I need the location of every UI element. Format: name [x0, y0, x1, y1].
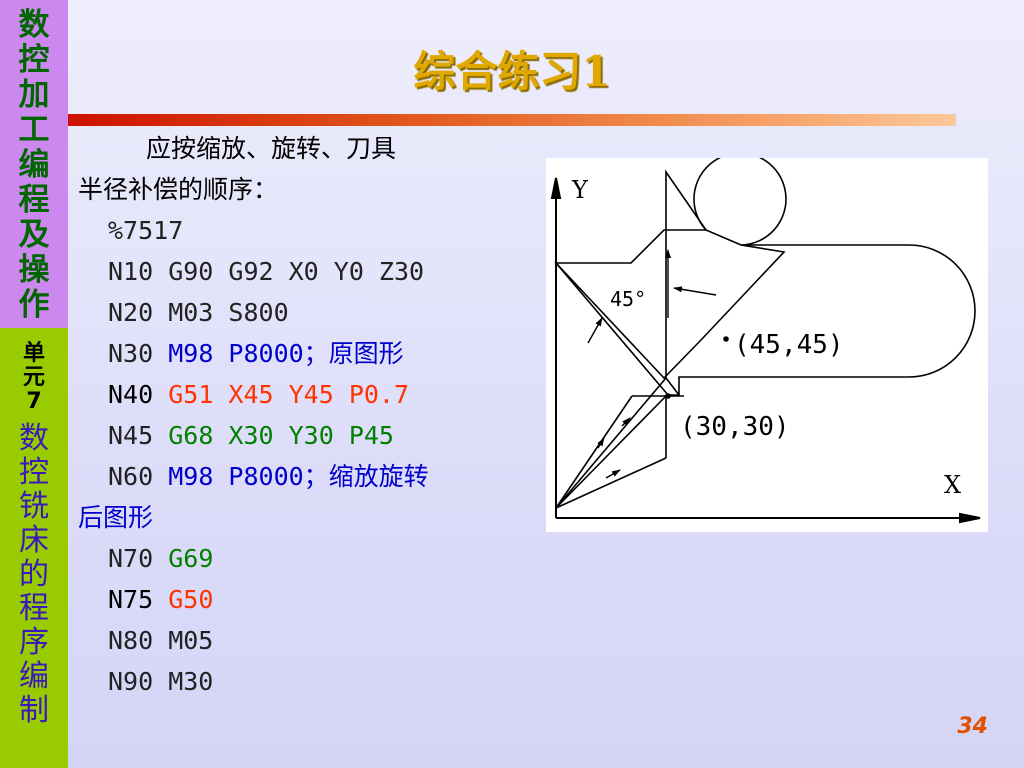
sidebar-char: 数	[19, 421, 49, 456]
sidebar-char: 及	[18, 217, 50, 253]
intro-line: 半径补偿的顺序：	[78, 175, 279, 204]
code-highlight: G51 X45 Y45 P0.7	[168, 380, 410, 409]
sidebar-char: 数	[18, 7, 50, 43]
program-line: N60 M98 P8000；缩放旋转	[78, 456, 528, 497]
block-number: N30	[108, 339, 169, 368]
slide-title: 综合练习1	[413, 47, 611, 96]
sidebar-char: 床	[19, 523, 49, 558]
original-contour	[554, 152, 976, 396]
program-line: N45 G68 X30 Y30 P45	[78, 415, 528, 456]
direction-arrow-icon	[621, 417, 631, 427]
point-label-30: (30,30)	[680, 412, 790, 442]
block-number: N75	[108, 585, 169, 614]
unit-label-char: 单	[22, 341, 45, 366]
sidebar-char: 序	[19, 625, 49, 660]
point-marker	[723, 336, 729, 342]
title-underline-bar	[68, 114, 956, 126]
unit-label-char: 7	[26, 389, 42, 414]
y-axis-arrow-icon	[550, 177, 562, 199]
y-axis-label: Y	[571, 176, 589, 204]
angle-arrow-icon	[587, 317, 603, 344]
program-line: %7517	[108, 216, 184, 245]
program-line-continuation: 后图形	[78, 503, 154, 532]
rotated-contour	[555, 169, 786, 380]
toolpath-diagram-svg: Y X 45° (45,45) (30,30)	[550, 152, 981, 524]
sidebar-char: 控	[19, 455, 49, 490]
block-number: N40	[108, 380, 169, 409]
x-axis-label: X	[944, 471, 961, 499]
direction-arrow-icon	[597, 437, 605, 449]
x-axis-arrow-icon	[959, 512, 981, 524]
sidebar-char: 程	[18, 182, 50, 218]
direction-arrow-icon	[605, 469, 621, 479]
code-highlight: G68 X30 Y30 P45	[168, 421, 394, 450]
sidebar-course-title: 数 控 加 工 编 程 及 操 作	[0, 0, 68, 328]
sidebar-char: 制	[19, 693, 49, 728]
program-line: N30 M98 P8000；原图形	[78, 333, 528, 374]
point-label-45: (45,45)	[734, 330, 844, 360]
code-highlight: G69	[168, 544, 214, 573]
sidebar-char: 铣	[19, 489, 49, 524]
unit-label-char: 元	[22, 365, 45, 390]
program-line: N10 G90 G92 X0 Y0 Z30	[108, 257, 425, 286]
program-line: N75 G50	[78, 579, 528, 620]
sidebar-char: 工	[18, 112, 50, 148]
block-number: N60	[108, 462, 169, 491]
direction-arrow-icon	[673, 286, 717, 296]
sidebar-char: 编	[19, 659, 49, 694]
toolpath-diagram: Y X 45° (45,45) (30,30)	[546, 152, 988, 532]
block-number: N70	[108, 544, 169, 573]
sidebar-unit-title: 单 元 7 数 控 铣 床 的 程 序 编 制	[0, 328, 68, 768]
program-line: N70 G69	[78, 538, 528, 579]
approach-line	[555, 457, 667, 509]
program-line: N80 M05	[108, 626, 214, 655]
program-line: N20 M03 S800	[108, 298, 289, 327]
code-highlight: M98 P8000；原图形	[168, 339, 404, 368]
sidebar-char: 作	[18, 287, 50, 323]
code-highlight: M98 P8000；缩放旋转	[168, 462, 429, 491]
intro-line: 应按缩放、旋转、刀具	[146, 134, 397, 163]
point-marker	[665, 393, 671, 399]
page-number: 34	[957, 714, 988, 739]
angle-label: 45°	[610, 287, 646, 311]
approach-line	[555, 395, 633, 509]
approach-line	[555, 377, 667, 509]
program-line: N40 G51 X45 Y45 P0.7	[78, 374, 528, 415]
sidebar-char: 编	[18, 147, 50, 183]
block-number: N45	[108, 421, 169, 450]
contour-link	[665, 377, 680, 396]
sidebar-char: 程	[19, 591, 49, 626]
sidebar-char: 加	[18, 77, 50, 113]
sidebar-char: 控	[18, 42, 50, 78]
program-line: N90 M30	[108, 667, 214, 696]
code-highlight: G50	[168, 585, 214, 614]
sidebar-char: 的	[19, 557, 49, 592]
sidebar-char: 操	[18, 252, 50, 288]
approach-line	[555, 395, 667, 509]
program-text: 应按缩放、旋转、刀具 半径补偿的顺序： %7517 N10 G90 G92 X0…	[78, 128, 528, 702]
